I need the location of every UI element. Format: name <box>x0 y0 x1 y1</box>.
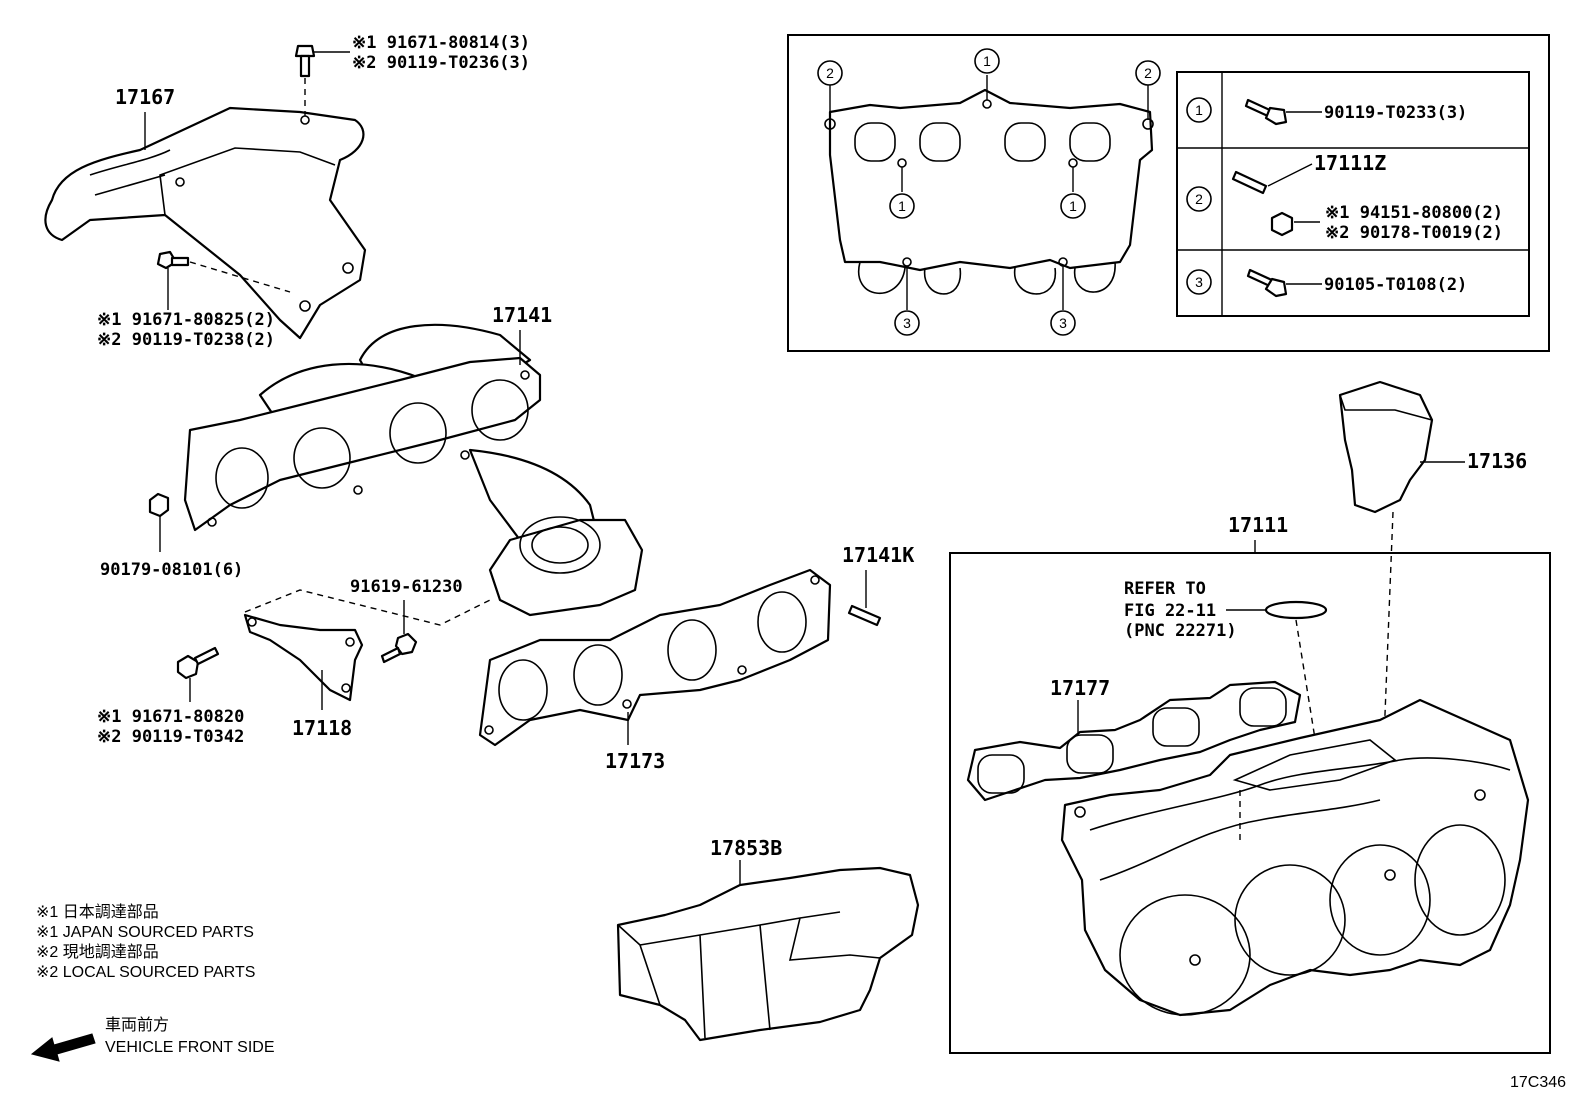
heat-insulator-lower <box>616 866 920 1042</box>
svg-text:2: 2 <box>1195 191 1203 207</box>
bolt-top-code-1: ※1 91671-80814(3) <box>352 33 530 53</box>
exhaust-manifold-gasket <box>478 568 832 747</box>
table-marker-1: 1 <box>1186 97 1212 123</box>
label-17177: 17177 <box>1050 676 1110 700</box>
nut-icon <box>1270 211 1294 237</box>
nut-icon <box>148 492 170 518</box>
legend-line-3: ※2 現地調達部品 <box>36 943 159 961</box>
bolt-icon <box>294 44 316 78</box>
exhaust-manifold <box>183 323 644 617</box>
inset-detail: 1 2 2 1 1 3 3 1 2 3 90119-T0233(3) <box>787 34 1550 352</box>
label-17173: 17173 <box>605 749 665 773</box>
stay-bracket <box>243 613 364 702</box>
bolt-icon <box>176 646 220 680</box>
label-17141K: 17141K <box>842 543 914 567</box>
front-arrow-icon <box>30 1033 96 1062</box>
svg-text:1: 1 <box>1195 102 1203 118</box>
inset-marker-2-left: 2 <box>817 60 843 86</box>
figure-code: 17C346 <box>1510 1074 1566 1091</box>
vehicle-front-en: VEHICLE FRONT SIDE <box>105 1039 275 1056</box>
legend-line-1: ※1 日本調達部品 <box>36 903 159 921</box>
bolt-left-code-1: ※1 91671-80825(2) <box>97 310 275 330</box>
table-part-90105-T0108: 90105-T0108(2) <box>1324 275 1467 295</box>
stay-bolt-code-1: ※1 91671-80820 <box>97 707 244 727</box>
intake-manifold-gasket <box>966 680 1302 802</box>
label-91619-61230: 91619-61230 <box>350 577 463 597</box>
bolt-icon <box>1246 268 1288 298</box>
label-90179-08101: 90179-08101(6) <box>100 560 243 580</box>
bolt-top-code-2: ※2 90119-T0236(3) <box>352 53 530 73</box>
bolt-left-code-2: ※2 90119-T0238(2) <box>97 330 275 350</box>
svg-text:2: 2 <box>1144 65 1152 81</box>
table-marker-2: 2 <box>1186 186 1212 212</box>
vehicle-front-jp: 車両前方 <box>105 1016 169 1034</box>
table-part-17111Z: 17111Z <box>1314 151 1386 175</box>
stud-icon <box>847 604 882 627</box>
inset-marker-1-top: 1 <box>974 48 1000 74</box>
table-part-94151-80800: ※1 94151-80800(2) <box>1325 203 1503 223</box>
legend: ※1 日本調達部品 ※1 JAPAN SOURCED PARTS ※2 現地調達… <box>36 903 255 981</box>
heat-insulator-upper <box>44 106 367 340</box>
label-17111: 17111 <box>1228 513 1288 537</box>
svg-text:1: 1 <box>983 53 991 69</box>
inset-marker-3-right: 3 <box>1050 310 1076 336</box>
svg-text:3: 3 <box>903 315 911 331</box>
bolt-icon <box>156 250 190 270</box>
legend-line-4: ※2 LOCAL SOURCED PARTS <box>36 964 255 981</box>
label-17118: 17118 <box>292 716 352 740</box>
label-17167: 17167 <box>115 85 175 109</box>
refer-line-3: (PNC 22271) <box>1124 621 1237 641</box>
intake-manifold <box>1060 698 1530 1017</box>
bolt-icon <box>1244 98 1288 126</box>
stay-bolt-code-2: ※2 90119-T0342 <box>97 727 244 747</box>
o-ring <box>1264 600 1328 620</box>
refer-line-1: REFER TO <box>1124 579 1206 599</box>
stud-icon <box>1231 170 1268 195</box>
bolt-icon <box>380 632 418 664</box>
refer-line-2: FIG 22-11 <box>1124 601 1216 621</box>
inset-table: 1 2 3 90119-T0233(3) 17111Z ※1 94151-808… <box>1176 71 1530 317</box>
svg-text:3: 3 <box>1195 274 1203 290</box>
label-17141: 17141 <box>492 303 552 327</box>
intake-manifold-box <box>949 552 1551 1054</box>
inset-marker-2-right: 2 <box>1135 60 1161 86</box>
svg-text:1: 1 <box>898 198 906 214</box>
label-17136: 17136 <box>1467 449 1527 473</box>
table-part-90119-T0233: 90119-T0233(3) <box>1324 103 1467 123</box>
svg-text:1: 1 <box>1069 198 1077 214</box>
table-marker-3: 3 <box>1186 269 1212 295</box>
svg-text:2: 2 <box>826 65 834 81</box>
engine-cover-piece <box>1338 380 1434 514</box>
svg-text:3: 3 <box>1059 315 1067 331</box>
inset-marker-3-left: 3 <box>894 310 920 336</box>
inset-marker-1-right: 1 <box>1060 193 1086 219</box>
legend-line-2: ※1 JAPAN SOURCED PARTS <box>36 924 254 941</box>
table-part-90178-T0019: ※2 90178-T0019(2) <box>1325 223 1503 243</box>
label-17853B: 17853B <box>710 836 782 860</box>
inset-marker-1-left: 1 <box>889 193 915 219</box>
